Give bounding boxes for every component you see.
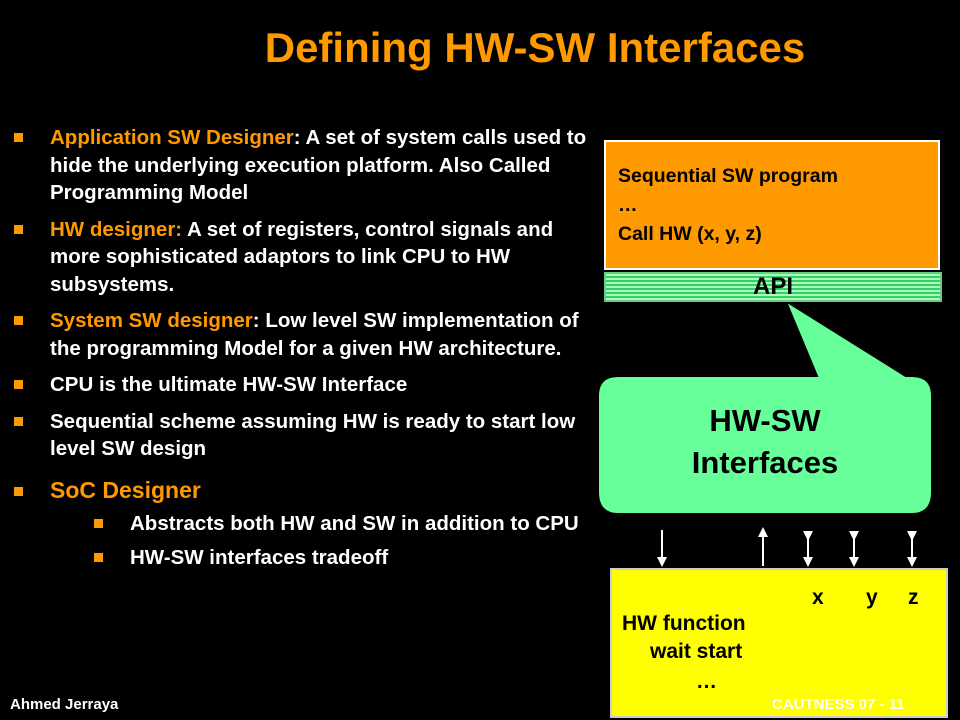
footer-separator: -	[879, 696, 885, 713]
bubble-line: HW-SW	[709, 403, 821, 438]
sub-bullet-abstracts: Abstracts both HW and SW in addition to …	[14, 510, 604, 538]
bullet-app-sw-designer: Application SW Designer: A set of system…	[14, 124, 604, 207]
speech-bubble-shape	[599, 303, 931, 513]
sequential-sw-box: Sequential SW program … Call HW (x, y, z…	[604, 140, 940, 270]
api-bar	[604, 272, 942, 302]
footer-conference: CAUTNESS 07	[772, 696, 876, 713]
hw-line: wait start	[650, 640, 743, 663]
seq-line: Sequential SW program	[618, 165, 838, 187]
bubble-line: Interfaces	[691, 445, 839, 480]
hw-line: …	[696, 670, 717, 693]
bullet-square-icon	[14, 416, 23, 426]
bullet-sequential-scheme: Sequential scheme assuming HW is ready t…	[14, 408, 604, 463]
bullet-soc-designer: SoC Designer	[14, 477, 604, 505]
bullet-square-icon	[14, 380, 23, 389]
bullet-list: Application SW Designer: A set of system…	[14, 124, 604, 577]
hw-var-x: x	[812, 586, 824, 609]
footer-page-info: CAUTNESS 07 - 11	[772, 696, 905, 713]
seq-line: Call HW (x, y, z)	[618, 223, 762, 245]
sub-bullet-tradeoff: HW-SW interfaces tradeoff	[14, 544, 604, 572]
bullet-square-icon	[94, 519, 103, 528]
hw-var-y: y	[866, 586, 878, 609]
slide-title: Defining HW-SW Interfaces	[264, 24, 806, 71]
sub-bullet-text: Abstracts both HW and SW in addition to …	[130, 512, 579, 535]
footer-page-number: 11	[888, 696, 905, 713]
bullet-text: Sequential scheme assuming HW is ready t…	[50, 409, 576, 461]
hw-var-z: z	[908, 586, 919, 609]
hw-function-box: x y z HW function wait start …	[610, 568, 948, 718]
api-label: API	[752, 273, 793, 300]
bubble-text: HW-SW Interfaces	[600, 400, 930, 484]
bullet-text: A set of registers, control signals and …	[50, 217, 554, 296]
bullet-system-sw-designer: System SW designer: Low level SW impleme…	[14, 307, 604, 362]
hw-line: HW function	[622, 612, 746, 635]
bullet-square-icon	[14, 316, 23, 325]
footer-author: Ahmed Jerraya	[10, 696, 119, 713]
bullet-hw-designer: HW designer: A set of registers, control…	[14, 216, 604, 299]
seq-line: …	[618, 194, 638, 216]
bullet-highlight: Application SW Designer	[50, 126, 294, 149]
bullet-square-icon	[14, 486, 23, 496]
bullet-text: CPU is the ultimate HW-SW Interface	[50, 373, 408, 396]
bullet-highlight: System SW designer	[50, 309, 253, 332]
bullet-highlight: SoC Designer	[50, 476, 201, 503]
sub-bullet-text: HW-SW interfaces tradeoff	[130, 545, 389, 569]
bullet-square-icon	[14, 133, 23, 142]
bullet-cpu: CPU is the ultimate HW-SW Interface	[14, 371, 604, 399]
bullet-text: : Low level SW implementation of the pro…	[50, 309, 579, 360]
bullet-square-icon	[94, 552, 103, 562]
bullet-square-icon	[14, 224, 23, 234]
bullet-highlight: HW designer:	[50, 217, 183, 241]
bullet-text: : A set of system calls used to hide the…	[50, 126, 587, 204]
